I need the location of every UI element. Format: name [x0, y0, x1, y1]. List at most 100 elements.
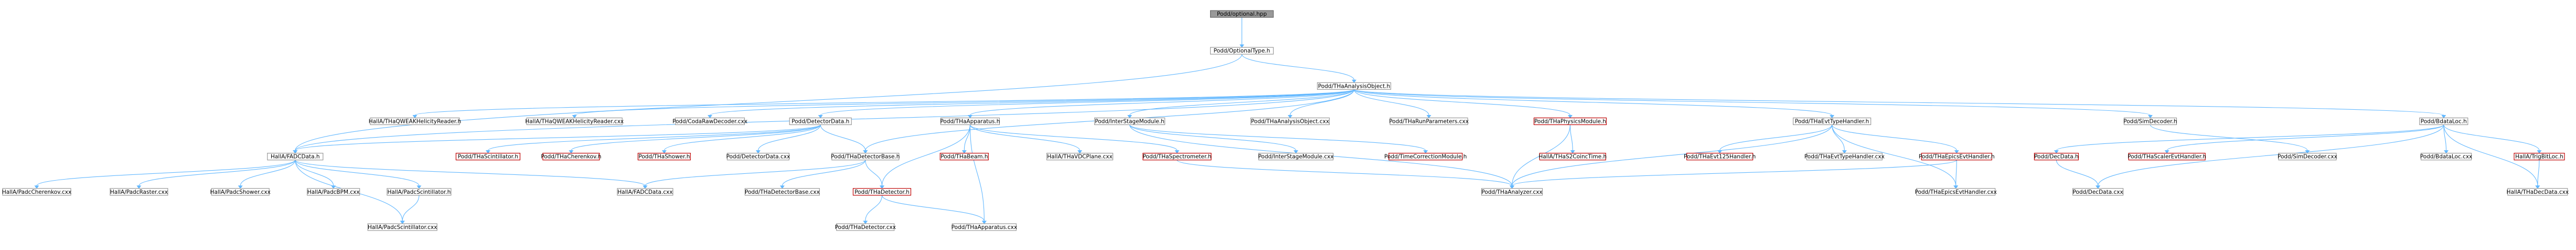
node-label: Podd/THaApparatus.h: [940, 118, 1000, 124]
edge-interstagemodulecxx-includes-interstagemodule: [1129, 124, 1299, 154]
edge-thabeam-includes-thaapparatus: [961, 124, 970, 154]
edge-thascalerevthandler-includes-bdataloc: [2164, 124, 2444, 154]
node-codarawdecoder[interactable]: Podd/CodaRawDecoder.cxx: [672, 117, 747, 126]
node-label: Podd/THaAnalysisObject.h: [1318, 83, 1390, 89]
edge-thaepicsevthandler-includes-thaevttypehandler: [1832, 124, 1959, 154]
node-optional[interactable]: Podd/optional.hpp: [1210, 10, 1274, 18]
node-label: Podd/THaDetectorBase.cxx: [745, 189, 820, 195]
node-label: Podd/THaEpicsEvtHandler.h: [1919, 154, 1995, 160]
edge-thadetector-includes-thadetectorbase: [865, 160, 884, 189]
node-label: Podd/InterStageModule.cxx: [1258, 154, 1334, 160]
node-label: HallA/PadcBPM.cxx: [307, 189, 360, 195]
node-thaepicsevthandler[interactable]: Podd/THaEpicsEvtHandler.h: [1919, 153, 1995, 161]
node-bdataloccxx[interactable]: Podd/BdataLoc.cxx: [2420, 153, 2473, 161]
node-thashower[interactable]: Podd/THaShower.h: [637, 153, 691, 161]
node-qwhelicityreadercxx[interactable]: HallA/THaQWEAKHelicityReader.cxx: [525, 117, 624, 126]
node-thadetectordata[interactable]: Podd/DetectorData.h: [789, 117, 852, 126]
node-tharunparameters[interactable]: Podd/THaRunParameters.cxx: [1389, 117, 1469, 126]
node-fadcdatacxx[interactable]: HallA/FADCData.cxx: [617, 188, 674, 196]
node-thadecdatacxx[interactable]: HallA/THaDecData.cxx: [2507, 188, 2569, 196]
node-thaspectrometer[interactable]: Podd/THaSpectrometer.h: [1142, 153, 1212, 161]
node-label: Podd/THaShower.h: [638, 154, 690, 160]
node-thadetector[interactable]: Podd/THaDetector.h: [852, 188, 912, 196]
node-bdataloc[interactable]: Podd/BdataLoc.h: [2419, 117, 2468, 126]
node-padshower[interactable]: HallA/PadcShower.cxx: [210, 188, 271, 196]
node-label: Podd/DecData.h: [2034, 154, 2079, 160]
node-thacherenkov[interactable]: Podd/THaCherenkov.h: [541, 153, 601, 161]
node-label: Podd/DetectorData.cxx: [726, 154, 790, 160]
edge-padscintillatorh-includes-fadcdata: [295, 160, 422, 189]
edge-fadcdata-includes-thadetectordata: [293, 124, 821, 154]
edge-interstagemodule-includes-thaanalysisobject: [1127, 89, 1355, 119]
node-label: Podd/InterStageModule.h: [1095, 118, 1164, 124]
edge-fadcdatacxx-includes-fadcdata: [295, 160, 648, 189]
node-interstagemodule[interactable]: Podd/InterStageModule.h: [1094, 117, 1166, 126]
node-simdecodercxx[interactable]: Podd/SimDecoder.cxx: [2278, 153, 2337, 161]
node-decdatacxx[interactable]: Podd/DecData.cxx: [2072, 188, 2124, 196]
edge-thadetectorcxx-includes-thadetector: [863, 195, 883, 224]
node-thadetectorbase[interactable]: Podd/THaDetectorBase.h: [831, 153, 900, 161]
node-thatimecorrection[interactable]: Podd/TimeCorrectionModule.h: [1384, 153, 1467, 161]
edge-thatrigbitloc-includes-bdataloc: [2443, 124, 2542, 154]
node-label: HallA/PadcScintillator.h: [387, 189, 451, 195]
node-label: Podd/THaDetectorBase.h: [831, 154, 900, 160]
node-thaanalysisobject[interactable]: Podd/THaAnalysisObject.h: [1317, 82, 1392, 90]
node-thaepicsevthandlercxx[interactable]: Podd/THaEpicsEvtHandler.cxx: [1915, 188, 1997, 196]
node-detectordatacxx[interactable]: Podd/DetectorData.cxx: [726, 153, 790, 161]
node-thaanalysisobjectcxx[interactable]: Podd/THaAnalysisObject.cxx: [1250, 117, 1330, 126]
node-padcherenkov[interactable]: HallA/PadcCherenkov.cxx: [2, 188, 71, 196]
node-thaanalyzercxx[interactable]: Podd/THaAnalyzer.cxx: [1481, 188, 1543, 196]
node-thadetectorbasecxx[interactable]: Podd/THaDetectorBase.cxx: [744, 188, 820, 196]
node-thaphysicsmodule[interactable]: Podd/THaPhysicsModule.h: [1533, 117, 1607, 126]
edge-padraster-includes-fadcdata: [136, 160, 296, 189]
edge-optionaltype-includes-optional: [1239, 17, 1245, 48]
node-thatrigbitloc[interactable]: HallA/TrigBitLoc.h: [2514, 153, 2565, 161]
node-interstagemodulecxx[interactable]: Podd/InterStageModule.cxx: [1258, 153, 1334, 161]
edge-thadetectorbase-includes-thadetectordata: [820, 124, 868, 154]
node-label: Podd/THaDetector.h: [854, 189, 910, 195]
node-label: HallA/PadcRaster.cxx: [110, 189, 168, 195]
node-thaha2coinctime[interactable]: HallA/THaS2CoincTime.h: [1538, 153, 1607, 161]
node-simdecoder[interactable]: Podd/SimDecoder.h: [2123, 117, 2177, 126]
node-thaevt125[interactable]: Podd/THaEvt125Handler.h: [1684, 153, 1756, 161]
node-thascalerevthandler[interactable]: Podd/THaScalerEvtHandler.h: [2128, 153, 2206, 161]
node-padscintillatorcxx[interactable]: HallA/PadcScintillator.cxx: [367, 223, 437, 231]
node-label: Podd/optional.hpp: [1217, 11, 1267, 17]
node-label: Podd/THaPhysicsModule.h: [1534, 118, 1606, 124]
node-padbpm[interactable]: HallA/PadcBPM.cxx: [307, 188, 360, 196]
node-label: HallA/PadcShower.cxx: [210, 189, 271, 195]
node-thaevttypehandlercxx[interactable]: Podd/THaEvtTypeHandler.cxx: [1804, 153, 1885, 161]
node-label: Podd/THaEpicsEvtHandler.cxx: [1915, 189, 1996, 195]
node-label: Podd/THaSpectrometer.h: [1143, 154, 1212, 160]
node-qwhelicityreader[interactable]: HallA/THaQWEAKHelicityReader.h: [369, 117, 461, 126]
node-label: HallA/THaVDCPlane.cxx: [1047, 154, 1113, 160]
node-thaevttypehandler[interactable]: Podd/THaEvtTypeHandler.h: [1792, 117, 1872, 126]
node-thabeam[interactable]: Podd/THaBeam.h: [939, 153, 989, 161]
node-padraster[interactable]: HallA/PadcRaster.cxx: [110, 188, 168, 196]
node-thadetectorcxx[interactable]: Podd/THaDetector.cxx: [835, 223, 896, 231]
dependency-edges: [34, 17, 2542, 224]
node-thaapparatuscxx[interactable]: Podd/THaApparatus.cxx: [952, 223, 1017, 231]
edge-decdatacxx-includes-decdata: [2056, 160, 2101, 189]
node-label: Podd/BdataLoc.h: [2421, 118, 2467, 124]
node-label: Podd/THaEvtTypeHandler.h: [1795, 118, 1869, 124]
node-thascintillator[interactable]: Podd/THaScintillator.h: [455, 153, 520, 161]
edge-thaepicsevthandlercxx-includes-thaepicsevthandler: [1953, 160, 1959, 189]
edge-padcherenkov-includes-fadcdata: [34, 160, 296, 189]
edge-thaspectrometer-includes-thaapparatus: [969, 124, 1180, 154]
edge-padscintillatorcxx-includes-padscintillatorh: [400, 195, 420, 224]
edge-thascintillator-includes-thadetectordata: [485, 124, 821, 154]
edge-simdecoder-includes-thaanalysisobject: [1353, 89, 2153, 119]
node-decdata[interactable]: Podd/DecData.h: [2034, 153, 2079, 161]
node-thaapparatus[interactable]: Podd/THaApparatus.h: [940, 117, 1000, 126]
node-padscintillatorh[interactable]: HallA/PadcScintillator.h: [387, 188, 452, 196]
node-label: Podd/THaEvtTypeHandler.cxx: [1804, 154, 1885, 160]
node-optionaltype[interactable]: Podd/OptionalType.h: [1210, 47, 1274, 55]
edge-tharunparameters-includes-thaanalysisobject: [1353, 89, 1431, 119]
edge-thadetectordata-includes-thaanalysisobject: [818, 89, 1355, 119]
node-fadcdata[interactable]: HallA/FADCData.h: [267, 153, 324, 161]
node-thavdcplane[interactable]: HallA/THaVDCPlane.cxx: [1046, 153, 1114, 161]
node-label: HallA/PadcScintillator.cxx: [368, 224, 437, 231]
edge-thaphysicsmodule-includes-thaanalysisobject: [1353, 89, 1573, 119]
